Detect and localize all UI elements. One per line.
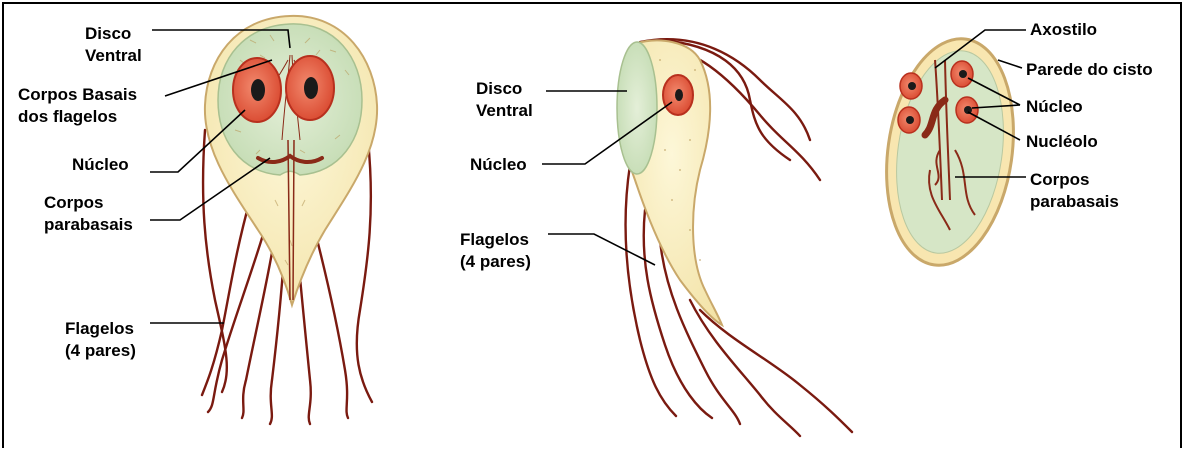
front-nucleus-left	[233, 58, 281, 122]
cyst-nucleus-3	[898, 107, 920, 133]
flagellum	[357, 140, 372, 402]
label-corpos-parabasais-front: Corpos parabasais	[44, 192, 133, 236]
label-nucleo-front: Núcleo	[72, 154, 129, 176]
leader-parede-do-cisto	[998, 60, 1022, 68]
flagellum	[690, 300, 800, 436]
cyst-nucleus-4	[956, 97, 978, 123]
label-parede-do-cisto: Parede do cisto	[1026, 59, 1153, 81]
side-ventral-disc	[617, 42, 657, 174]
label-disco-ventral-front: Disco Ventral	[85, 23, 142, 67]
label-axostilo: Axostilo	[1030, 19, 1097, 41]
side-view-trophozoite	[617, 39, 852, 436]
label-nucleo-side: Núcleo	[470, 154, 527, 176]
cyst-view	[873, 30, 1028, 273]
front-view-trophozoite	[202, 16, 377, 424]
label-flagelos-side: Flagelos (4 pares)	[460, 229, 531, 273]
label-corpos-basais: Corpos Basais dos flagelos	[18, 84, 137, 128]
cyst-nucleus-2	[951, 61, 973, 87]
leader-flagelos-side	[548, 234, 655, 265]
side-nucleus	[663, 75, 693, 115]
label-nucleo-cyst: Núcleo	[1026, 96, 1083, 118]
cyst-nucleus-1	[900, 73, 922, 99]
front-nucleus-right	[286, 56, 334, 120]
label-nucleolo: Nucléolo	[1026, 131, 1098, 153]
label-flagelos-front: Flagelos (4 pares)	[65, 318, 136, 362]
label-corpos-parabasais-cyst: Corpos parabasais	[1030, 169, 1119, 213]
label-disco-ventral-side: Disco Ventral	[476, 78, 533, 122]
